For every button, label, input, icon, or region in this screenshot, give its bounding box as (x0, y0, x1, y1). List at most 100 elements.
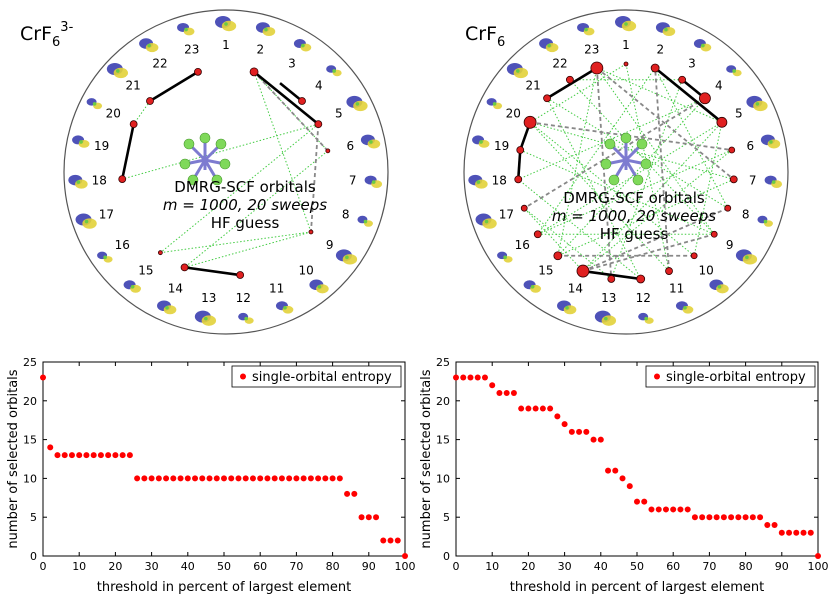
orbital-label: 20 (106, 107, 121, 121)
data-point (192, 475, 199, 482)
title-subscript: 6 (52, 35, 60, 50)
data-point (300, 475, 307, 482)
orbital-label: 9 (726, 238, 734, 252)
legend-box (645, 365, 816, 388)
data-point (460, 374, 467, 381)
data-point (626, 483, 633, 490)
orbital-image (468, 174, 488, 189)
orbital-image (757, 215, 773, 227)
data-point (677, 506, 684, 513)
orbital-node (650, 63, 660, 73)
orbital-nodes (118, 67, 331, 279)
y-tick-label: 15 (436, 434, 450, 447)
medium-link (596, 67, 735, 181)
weak-link (253, 71, 312, 233)
weak-link (537, 67, 656, 235)
orbital-node (157, 250, 163, 256)
fluorine-atom (604, 138, 616, 150)
orbital-label: 11 (669, 281, 684, 295)
x-tick-label: 30 (558, 560, 572, 573)
fluorine-atom (187, 174, 199, 186)
legend-label: single-orbital entropy (666, 370, 806, 385)
orbital-image (86, 98, 103, 110)
medium-link (582, 207, 729, 272)
orbital-node (129, 120, 138, 129)
strong-link (582, 269, 641, 281)
data-point (286, 475, 293, 482)
orbital-label: 10 (699, 264, 714, 278)
x-tick-label: 10 (485, 560, 499, 573)
medium-link (523, 97, 706, 209)
data-point (510, 390, 517, 397)
data-point (467, 374, 474, 381)
orbital-image (638, 312, 654, 324)
weak-link (529, 121, 734, 180)
center-line-1: DMRG-SCF orbitals (563, 189, 705, 207)
weak-link (253, 71, 329, 152)
orbital-node (146, 97, 154, 105)
orbital-node (623, 61, 629, 67)
orbital-label: 10 (299, 264, 314, 278)
orbital-label: 6 (347, 139, 355, 153)
orbital-image (255, 22, 276, 37)
weak-link (557, 97, 706, 257)
data-point (706, 514, 713, 521)
medium-link (582, 233, 715, 272)
weak-link (133, 100, 151, 125)
data-point (134, 475, 141, 482)
orbital-image (326, 65, 342, 77)
orbital-image (357, 215, 373, 227)
orbital-images (68, 16, 383, 326)
orbital-label: 14 (168, 281, 183, 295)
strong-link (253, 70, 320, 126)
data-point (112, 452, 119, 459)
y-tick-label: 25 (23, 356, 37, 369)
orbital-label: 3 (688, 56, 696, 70)
data-point (641, 498, 648, 505)
x-axis-label: threshold in percent of largest element (510, 580, 764, 595)
orbital-label: 1 (622, 38, 630, 52)
orbital-image (760, 134, 781, 149)
data-point (561, 421, 568, 428)
data-point (554, 413, 561, 420)
orbital-node (543, 94, 551, 103)
data-point (271, 475, 278, 482)
orbital-image (735, 249, 758, 265)
orbital-node (520, 204, 528, 212)
orbital-label: 9 (326, 238, 334, 252)
orbital-node (194, 67, 202, 76)
diagram-border-circle (63, 9, 389, 335)
orbital-label: 4 (315, 78, 323, 92)
orbital-image (364, 175, 383, 188)
data-point (170, 475, 177, 482)
data-point (83, 452, 90, 459)
orbital-label: 7 (749, 174, 757, 188)
weak-link (557, 178, 734, 257)
entanglement-links (120, 70, 329, 277)
orbital-node (314, 120, 323, 129)
data-point (699, 514, 706, 521)
plot-frame (455, 361, 819, 557)
data-point (474, 374, 481, 381)
center-line-3: HF guess (600, 225, 669, 243)
data-point (793, 529, 800, 536)
strong-link (184, 266, 241, 277)
y-tick-label: 5 (30, 511, 37, 524)
center-line-2: m = 1000, 20 sweeps (163, 196, 327, 214)
orbital-nodes (514, 61, 738, 284)
orbital-label: 11 (269, 281, 284, 295)
orbital-node (180, 263, 189, 272)
data-point (453, 374, 459, 381)
legend-box (231, 365, 402, 388)
data-point (764, 521, 771, 528)
weak-link (184, 150, 329, 268)
data-point (684, 506, 691, 513)
weak-link (537, 121, 723, 235)
